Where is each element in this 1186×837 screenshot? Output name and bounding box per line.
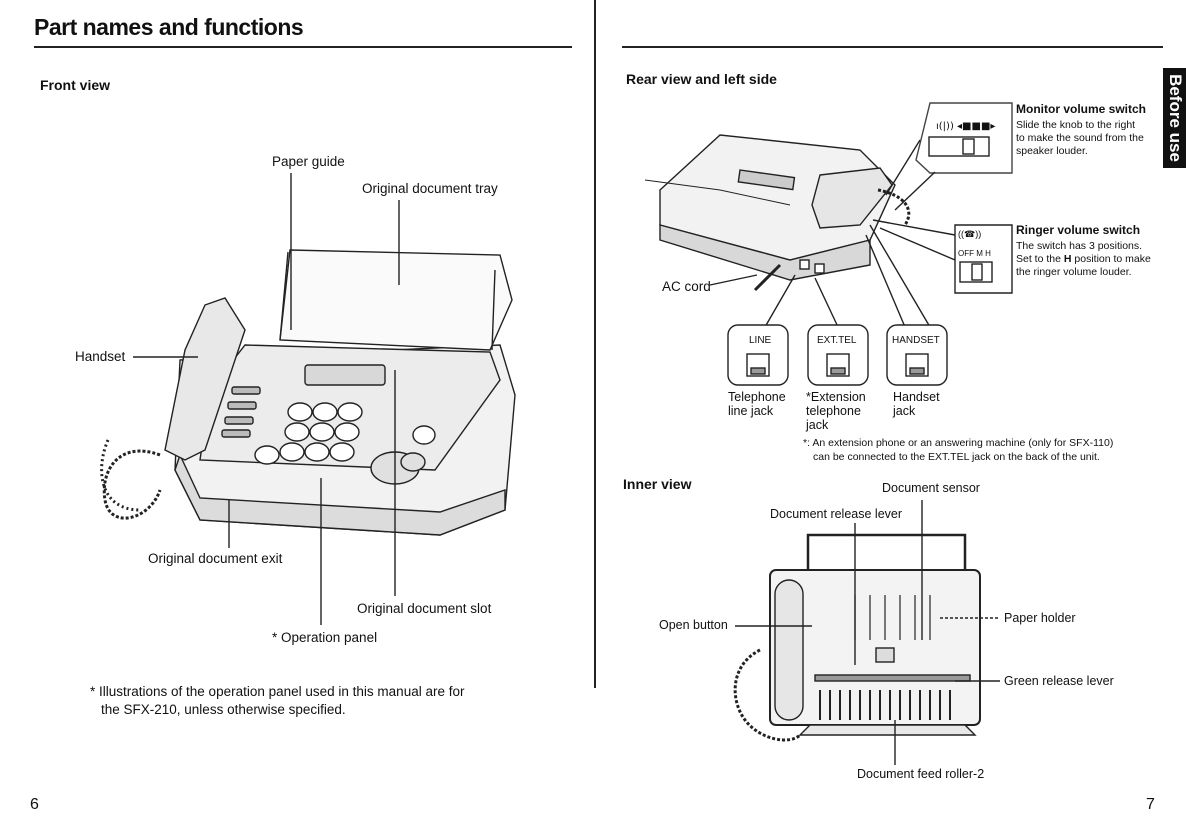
title-rule-right: [622, 46, 1163, 48]
fax-rear-illustration: [644, 134, 911, 292]
label-document-feed-roller: Document feed roller-2: [857, 767, 985, 781]
monitor-volume-title: Monitor volume switch: [1016, 102, 1147, 116]
front-view-heading: Front view: [40, 77, 111, 93]
label-operation-panel: * Operation panel: [272, 630, 378, 645]
monitor-volume-desc3: speaker louder.: [1016, 145, 1088, 157]
label-open-button: Open button: [659, 618, 728, 632]
svg-text:ı(|)) ◂■■■▸: ı(|)) ◂■■■▸: [936, 121, 995, 132]
label-paper-holder: Paper holder: [1004, 611, 1076, 625]
jack-handset-label: HANDSET: [892, 335, 940, 346]
label-ac-cord: AC cord: [662, 279, 711, 294]
page-number-right: 7: [1146, 796, 1155, 813]
jack-line-label: LINE: [749, 335, 772, 346]
monitor-volume-desc2: to make the sound from the: [1016, 132, 1144, 144]
label-document-release-lever: Document release lever: [770, 507, 903, 521]
label-original-document-tray: Original document tray: [362, 181, 498, 196]
section-side-tab: Before use: [1163, 68, 1186, 168]
monitor-volume-desc1: Slide the knob to the right: [1016, 119, 1136, 131]
label-green-release-lever: Green release lever: [1004, 674, 1114, 688]
ringer-scale: OFF M H: [958, 249, 991, 258]
title-rule-left: [34, 46, 572, 48]
inner-view-heading: Inner view: [623, 476, 692, 492]
label-original-document-exit: Original document exit: [148, 551, 283, 566]
front-note-line1: * Illustrations of the operation panel u…: [90, 684, 465, 699]
page-number-left: 6: [30, 796, 39, 813]
fax-inner-illustration: [733, 533, 981, 742]
label-handset: Handset: [75, 349, 126, 364]
page-title: Part names and functions: [34, 14, 304, 40]
front-note-line2: the SFX-210, unless otherwise specified.: [101, 702, 346, 717]
ringer-volume-desc3: the ringer volume louder.: [1016, 266, 1132, 278]
ringer-volume-desc2: Set to the H position to make: [1016, 253, 1151, 265]
ringer-volume-title: Ringer volume switch: [1016, 223, 1141, 237]
label-document-sensor: Document sensor: [882, 481, 980, 495]
footnote-line2: can be connected to the EXT.TEL jack on …: [813, 451, 1100, 463]
center-divider: [594, 0, 596, 688]
label-paper-guide: Paper guide: [272, 154, 345, 169]
ringer-bell-icon: ((☎)): [958, 229, 982, 239]
footnote-line1: *: An extension phone or an answering ma…: [803, 437, 1114, 449]
fax-front-illustration: [100, 249, 516, 536]
ringer-volume-desc1: The switch has 3 positions.: [1016, 240, 1143, 252]
rear-view-heading: Rear view and left side: [626, 71, 777, 87]
label-original-document-slot: Original document slot: [357, 601, 492, 616]
jack-ext-tel-label: EXT.TEL: [817, 335, 857, 346]
